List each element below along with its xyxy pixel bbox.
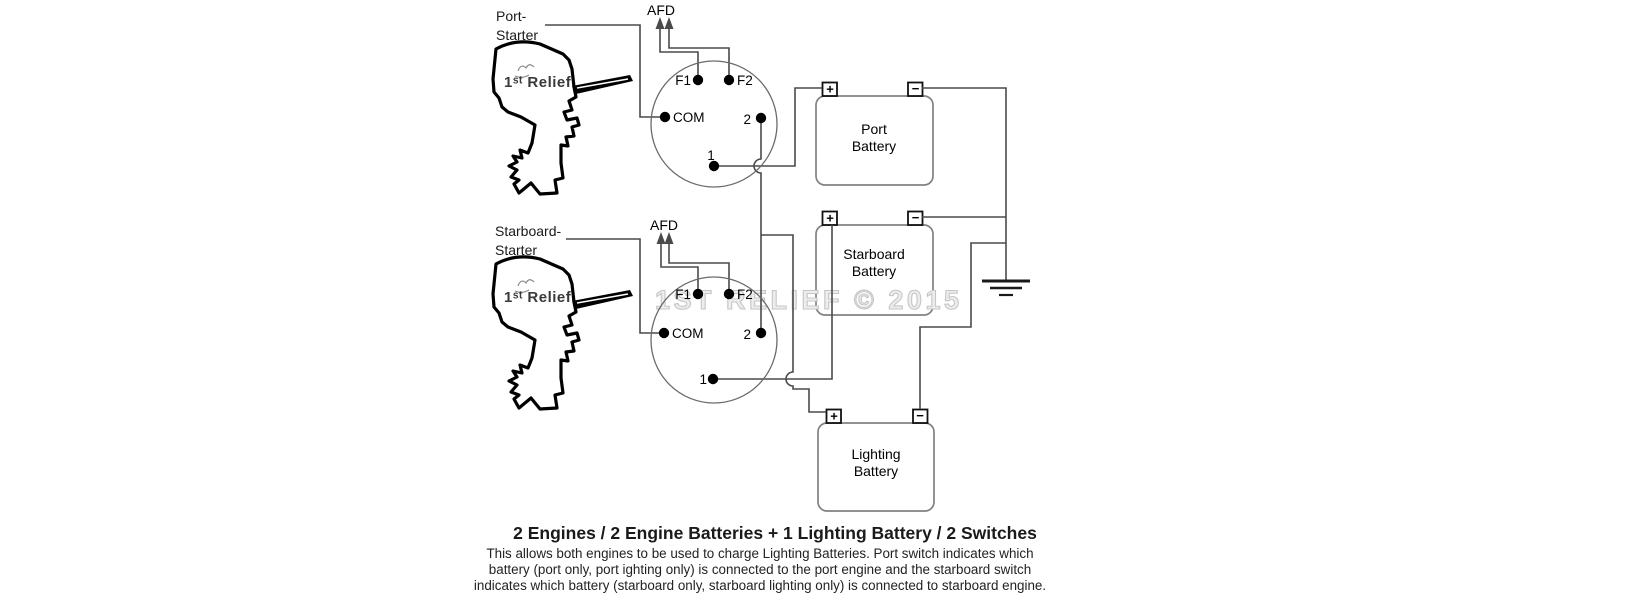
plus-symbol: + [826,82,834,97]
arrow-up-icon [664,17,674,29]
port-battery-label-line2: Battery [852,138,896,154]
terminal-label-1: 1 [707,148,715,163]
starboard-engine-drawing [491,255,633,411]
arrow-up-icon [656,232,666,244]
starboard-switch-circle [650,276,778,404]
tiller-handle [572,75,633,94]
logo-sailor-doodle [514,64,535,78]
terminal-dot-f1 [692,74,704,86]
terminal-label-com: COM [673,110,705,125]
plus-symbol: + [830,409,838,424]
terminal-label-f2: F2 [737,287,753,302]
port-battery-positive-terminal [821,81,838,97]
lighting-battery-box [817,422,935,512]
plus-symbol: + [826,211,834,226]
minus-symbol: − [912,210,920,225]
terminal-label-f2: F2 [737,73,753,88]
wire-pos1-to-port-battery-plus [714,87,822,167]
engine-outline [491,40,581,196]
arrow-up-icon [655,17,665,29]
minus-symbol: − [916,408,924,423]
port-starter-label: Port- Starter [496,7,538,44]
starboard-battery-negative-terminal [907,210,924,226]
wire-port-starter-to-com [545,24,665,118]
wires [545,24,1007,413]
logo-sailor-doodle [514,279,535,293]
afd-label: AFD [650,217,678,233]
engine-outline [491,255,581,411]
arrow-up-icon [664,232,674,244]
minus-symbol: − [912,81,920,96]
lighting-battery-positive-terminal [825,408,842,424]
diagram-description: This allows both engines to be used to c… [250,546,1270,593]
terminal-label-f1: F1 [675,73,691,88]
wire-pos2-bus [753,123,762,333]
terminal-label-f1: F1 [675,287,691,302]
tiller-handle-highlight [576,78,629,89]
afd-label: AFD [647,2,675,18]
terminal-label-1: 1 [699,372,707,387]
starboard-battery: + − Starboard Battery [815,210,934,316]
wire-starboard-starter-to-com [566,238,664,334]
terminal-label-com: COM [672,326,704,341]
terminal-dot-com [659,111,671,123]
starboard-battery-box [815,224,934,316]
description-line-2: battery (port only, port ighting only) i… [488,561,1032,577]
lighting-battery: + − Lighting Battery [817,408,935,512]
diagram-title: 2 Engines / 2 Engine Batteries + 1 Light… [513,523,1037,543]
starboard-battery-switch: F1 F2 COM 2 1 AFD [650,217,778,404]
port-battery-box [815,95,934,186]
wire-f1-to-afd-starboard [660,243,699,294]
ground-symbol [982,279,1030,297]
wire-pos1-to-starboard-battery-plus [713,225,833,380]
port-starter-label-line1: Port- [496,8,527,24]
afd-arrowheads [655,17,674,244]
copyright-watermark: 1ST RELIEF © 2015 [655,285,962,315]
lighting-battery-negative-terminal [912,408,929,424]
wire-lighting-negative-to-ground [919,242,1006,409]
port-engine-drawing [491,40,633,196]
starboard-starter-label-line2: Starter [495,241,538,258]
terminal-label-2: 2 [743,327,751,342]
port-starter-label-line2: Starter [496,26,539,43]
tiller-handle-highlight [576,293,629,304]
starboard-starter-label-line1: Starboard- [495,223,562,239]
tiller-handle [572,290,633,309]
terminal-dot-f2 [723,288,735,300]
starboard-battery-positive-terminal [821,210,838,226]
terminal-dot-f1 [692,288,704,300]
port-battery: + − Port Battery [815,81,934,186]
wire-f2-to-afd-port [668,28,730,80]
port-battery-label-line1: Port [861,121,887,137]
engine-logo-starboard: 1ˢᵗ Relief [504,289,572,306]
terminal-dot-1 [707,373,719,385]
starboard-starter-label: Starboard- Starter [495,222,561,259]
description-line-1: This allows both engines to be used to c… [486,546,1034,561]
lighting-battery-label-line1: Lighting [851,446,900,462]
terminal-dot-2 [755,327,767,339]
wire-pos2-to-lighting-battery-plus [761,234,826,413]
wire-port-negative-to-ground [922,87,1007,281]
terminal-dot-2 [755,112,767,124]
port-battery-negative-terminal [907,81,924,97]
wire-f1-to-afd-port [659,28,699,80]
starboard-battery-label-line1: Starboard [843,246,904,262]
terminal-dot-f2 [723,74,735,86]
terminal-dot-1 [708,160,720,172]
port-battery-switch: F1 F2 COM 2 1 AFD [647,2,778,188]
starboard-battery-label-line2: Battery [852,263,896,279]
description-line-3: indicates which battery (starboard only,… [473,577,1047,593]
port-switch-circle [650,60,778,188]
terminal-dot-com [658,327,670,339]
terminal-label-2: 2 [743,112,751,127]
engine-logo-port: 1ˢᵗ Relief [504,74,572,91]
lighting-battery-label-line2: Battery [854,463,898,479]
